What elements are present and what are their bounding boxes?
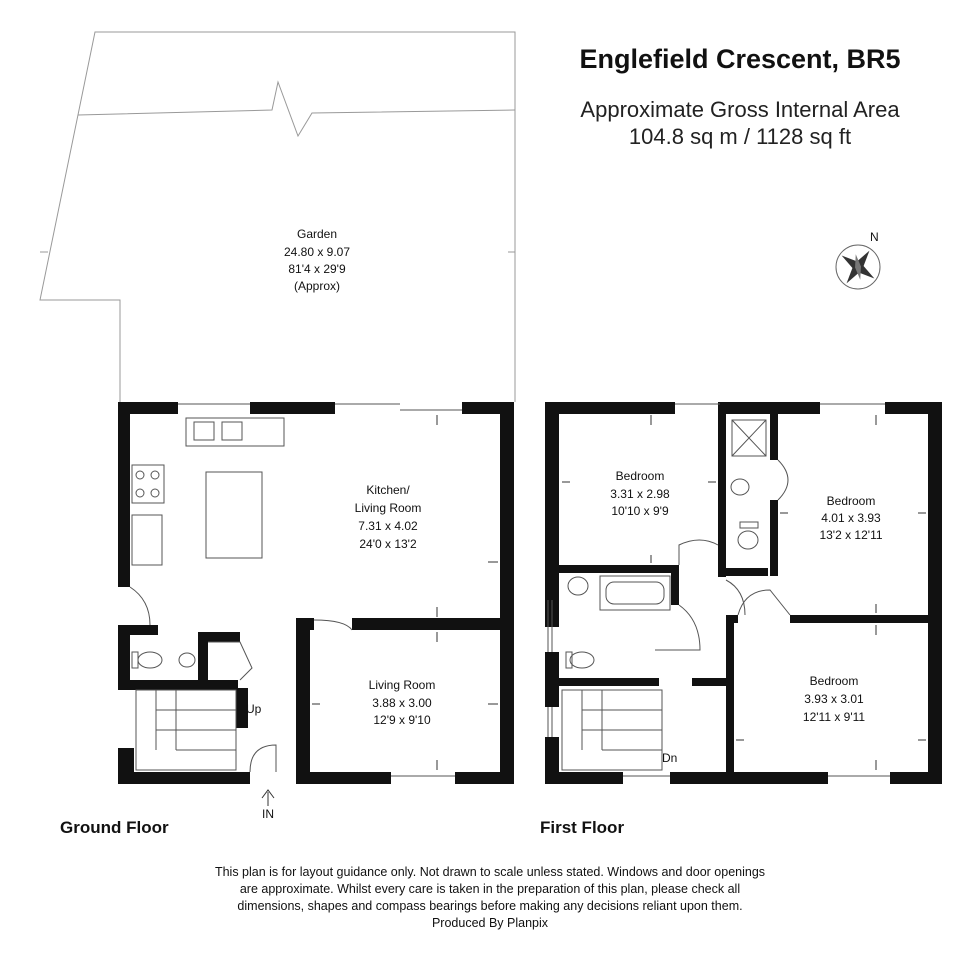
first-floor-label: First Floor xyxy=(540,818,625,837)
svg-text:3.31 x 2.98: 3.31 x 2.98 xyxy=(610,487,670,501)
svg-text:3.93 x 3.01: 3.93 x 3.01 xyxy=(804,692,864,706)
north-compass-icon xyxy=(835,244,881,290)
ground-floor-dimension-ticks xyxy=(312,415,498,770)
area-caption: Approximate Gross Internal Area xyxy=(580,97,900,122)
svg-text:(Approx): (Approx) xyxy=(294,279,340,293)
svg-text:24.80 x 9.07: 24.80 x 9.07 xyxy=(284,245,350,259)
area-value: 104.8 sq m / 1128 sq ft xyxy=(628,124,852,149)
garden-label: Garden 24.80 x 9.07 81'4 x 29'9 (Approx) xyxy=(284,227,350,293)
svg-text:81'4 x 29'9: 81'4 x 29'9 xyxy=(288,262,346,276)
ground-floor-label: Ground Floor xyxy=(60,818,169,837)
svg-text:4.01 x 3.93: 4.01 x 3.93 xyxy=(821,511,881,525)
svg-text:24'0 x 13'2: 24'0 x 13'2 xyxy=(359,537,417,551)
svg-text:3.88 x 3.00: 3.88 x 3.00 xyxy=(372,696,432,710)
entrance-label: IN xyxy=(262,807,274,821)
first-floor-walls xyxy=(545,402,942,784)
bedroom-2-label: Bedroom 4.01 x 3.93 13'2 x 12'11 xyxy=(819,494,882,542)
compass-north-label: N xyxy=(870,230,879,244)
disclaimer-line-3: dimensions, shapes and compass bearings … xyxy=(237,899,743,913)
disclaimer: This plan is for layout guidance only. N… xyxy=(150,864,830,932)
svg-text:Garden: Garden xyxy=(297,227,337,241)
svg-text:Kitchen/: Kitchen/ xyxy=(366,483,410,497)
svg-text:Bedroom: Bedroom xyxy=(827,494,876,508)
bedroom-3-label: Bedroom 3.93 x 3.01 12'11 x 9'11 xyxy=(803,674,866,724)
svg-text:Bedroom: Bedroom xyxy=(616,469,665,483)
disclaimer-line-2: are approximate. Whilst every care is ta… xyxy=(239,882,741,896)
svg-text:Living Room: Living Room xyxy=(369,678,436,692)
svg-text:Bedroom: Bedroom xyxy=(810,674,859,688)
svg-text:13'2 x 12'11: 13'2 x 12'11 xyxy=(819,528,882,542)
living-room-label: Living Room 3.88 x 3.00 12'9 x 9'10 xyxy=(369,678,436,727)
ground-floor-walls xyxy=(118,402,514,784)
garden-outline xyxy=(39,31,516,402)
svg-text:12'11 x 9'11: 12'11 x 9'11 xyxy=(803,710,866,724)
first-floor-dimension-ticks xyxy=(562,415,926,770)
bedroom-1-label: Bedroom 3.31 x 2.98 10'10 x 9'9 xyxy=(610,469,670,518)
stairs-down-label: Dn xyxy=(662,751,677,765)
entrance-arrow-icon xyxy=(261,789,275,806)
svg-text:7.31 x 4.02: 7.31 x 4.02 xyxy=(358,519,418,533)
first-floor-fixtures xyxy=(547,403,890,777)
property-title: Englefield Crescent, BR5 xyxy=(579,44,901,74)
stairs-up-label: Up xyxy=(246,702,262,716)
svg-text:12'9 x 9'10: 12'9 x 9'10 xyxy=(373,713,431,727)
kitchen-living-room-label: Kitchen/ Living Room 7.31 x 4.02 24'0 x … xyxy=(355,483,422,551)
producer-credit: Produced By Planpix xyxy=(431,916,549,930)
disclaimer-line-1: This plan is for layout guidance only. N… xyxy=(214,865,766,879)
gross-internal-area: Approximate Gross Internal Area 104.8 sq… xyxy=(520,96,960,150)
svg-text:Living Room: Living Room xyxy=(355,501,422,515)
svg-text:10'10 x 9'9: 10'10 x 9'9 xyxy=(611,504,669,518)
ground-floor-fixtures xyxy=(129,403,462,777)
